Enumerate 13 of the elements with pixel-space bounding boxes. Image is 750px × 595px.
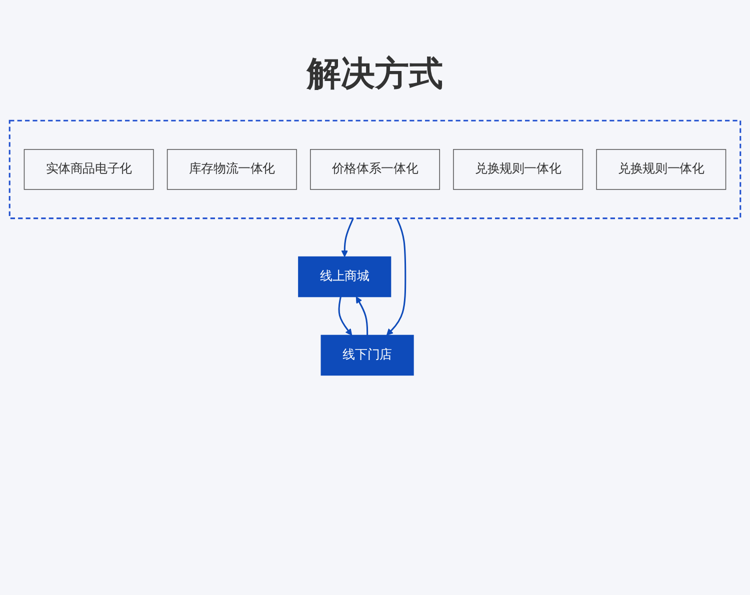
arrow xyxy=(356,296,368,336)
node-box: 兑换规则一体化 xyxy=(596,149,726,190)
arrow xyxy=(386,218,406,336)
node-box: 兑换规则一体化 xyxy=(453,149,584,190)
diagram-title: 解决方式 xyxy=(307,54,443,95)
arrow xyxy=(341,218,354,258)
node-box: 线上商城 xyxy=(298,256,392,298)
node-box: 价格体系一体化 xyxy=(310,149,440,190)
cluster xyxy=(8,120,742,220)
node-box: 线下门店 xyxy=(320,334,414,376)
node-box: 库存物流一体化 xyxy=(166,149,297,190)
node-box: 实体商品电子化 xyxy=(24,149,154,190)
arrow xyxy=(338,296,352,336)
